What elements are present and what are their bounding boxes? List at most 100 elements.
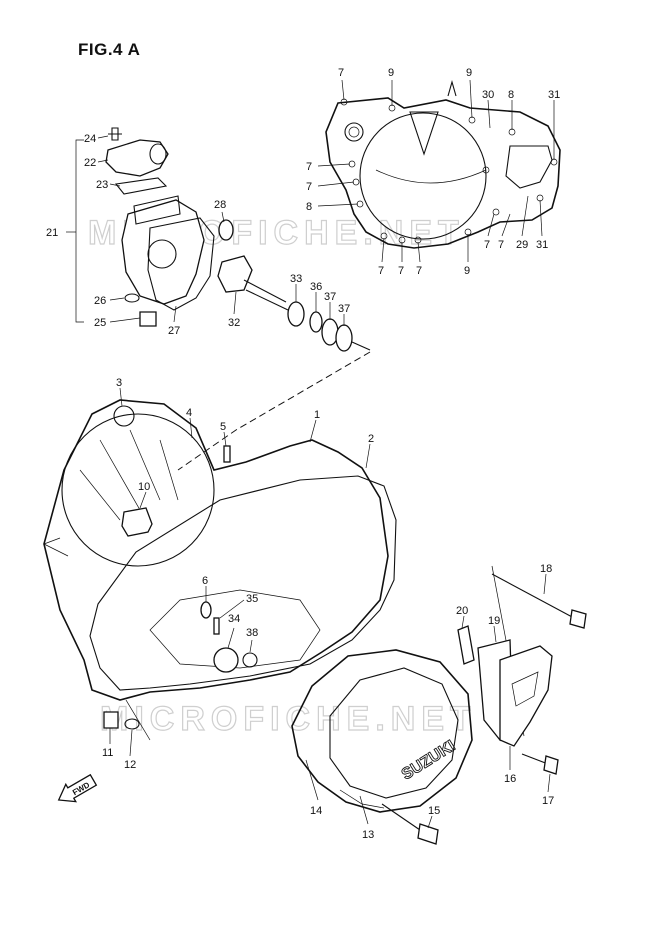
- callout-30: 30: [482, 89, 494, 101]
- bolt-15-shank: [381, 803, 421, 831]
- callout-10: 10: [138, 481, 150, 493]
- callout-20: 20: [456, 605, 468, 617]
- impeller-shaft: [243, 279, 289, 311]
- magneto-dome: [329, 667, 459, 799]
- sleeve-28: [218, 219, 234, 241]
- callout-7: 7: [498, 239, 504, 251]
- callout-6: 6: [202, 575, 208, 587]
- gasket-inner: [149, 589, 321, 669]
- callout-8: 8: [508, 89, 514, 101]
- figure-title: FIG.4 A: [78, 40, 141, 59]
- callout-5: 5: [220, 421, 226, 433]
- callout-16: 16: [504, 773, 516, 785]
- callout-1: 1: [314, 409, 320, 421]
- callout-17: 17: [542, 795, 554, 807]
- callout-7: 7: [306, 161, 312, 173]
- assembly-dash-line: [177, 351, 371, 471]
- callout-28: 28: [214, 199, 226, 211]
- pin-35: [213, 617, 220, 635]
- clutch-cover-plug-inner: [348, 126, 360, 138]
- callout-22: 22: [84, 157, 96, 169]
- clutch-dome-rib: [409, 111, 439, 156]
- callout-7: 7: [416, 265, 422, 277]
- clutch-cover-group: [317, 79, 561, 263]
- oil-seal-33: [287, 301, 305, 327]
- oil-filler-cap: [121, 507, 153, 537]
- callout-4: 4: [186, 407, 192, 419]
- magneto-leaders: [305, 759, 433, 829]
- callout-26: 26: [94, 295, 106, 307]
- callout-31: 31: [536, 239, 548, 251]
- crankcase-leaders: [43, 387, 371, 757]
- guard-leaders: [461, 573, 551, 793]
- cover-nipple: [447, 79, 457, 97]
- callout-29: 29: [516, 239, 528, 251]
- washer-12: [124, 718, 140, 730]
- clutch-cover-dome: [359, 112, 487, 240]
- callout-32: 32: [228, 317, 240, 329]
- drain-bolt-25: [139, 311, 157, 327]
- callout-9: 9: [388, 67, 394, 79]
- callout-24: 24: [84, 133, 96, 145]
- gear-34: [213, 647, 239, 673]
- washer-26: [124, 293, 140, 303]
- callout-19: 19: [488, 615, 500, 627]
- guard-16: [499, 645, 553, 747]
- callout-18: 18: [540, 563, 552, 575]
- water-pump-group: [66, 127, 371, 352]
- callout-27: 27: [168, 325, 180, 337]
- callout-2: 2: [368, 433, 374, 445]
- callout-9: 9: [466, 67, 472, 79]
- callout-labels: 7 9 9 30 8 31 7 7 8 7 7 7 9 7 7 29 31 24…: [46, 67, 560, 841]
- bolt-17-head: [543, 755, 559, 775]
- cover-gasket: [89, 475, 397, 691]
- pump-elbow: [105, 139, 169, 177]
- callout-9: 9: [464, 265, 470, 277]
- callout-37: 37: [338, 303, 350, 315]
- bolt-18-head: [569, 609, 587, 629]
- callout-3: 3: [116, 377, 122, 389]
- callout-33: 33: [290, 273, 302, 285]
- callout-7: 7: [378, 265, 384, 277]
- callout-7: 7: [306, 181, 312, 193]
- callout-12: 12: [124, 759, 136, 771]
- water-channel: [505, 145, 553, 189]
- callout-7: 7: [338, 67, 344, 79]
- clutch-dome-highlight: [375, 169, 487, 184]
- callout-37: 37: [324, 291, 336, 303]
- callout-23: 23: [96, 179, 108, 191]
- callout-11: 11: [102, 747, 113, 759]
- kickstart-housing: [61, 413, 215, 567]
- elbow-gasket: [114, 177, 168, 195]
- callout-34: 34: [228, 613, 240, 625]
- bracket-21: [75, 139, 84, 323]
- callout-15: 15: [428, 805, 440, 817]
- crankcase-cover-outline: [43, 399, 389, 701]
- housing-ribs: [79, 429, 179, 521]
- pump-gasket: [147, 217, 215, 311]
- fwd-arrow-icon: FWD: [57, 773, 98, 803]
- callout-8: 8: [306, 201, 312, 213]
- seal-36: [309, 311, 323, 333]
- bolt-15-head: [417, 823, 439, 845]
- bolt-24: [108, 127, 122, 141]
- guard-group: [457, 565, 587, 793]
- callout-31: 31: [548, 89, 560, 101]
- callout-35: 35: [246, 593, 258, 605]
- long-bolt-18: [491, 573, 575, 619]
- pump-leaders: [97, 135, 345, 326]
- magneto-lower-rib: [339, 789, 385, 809]
- callout-25: 25: [94, 317, 106, 329]
- clutch-cover-leaders: [317, 79, 555, 263]
- callout-21: 21: [46, 227, 58, 239]
- dowel-pin-6: [200, 601, 212, 619]
- magneto-cover-outline: [291, 649, 473, 813]
- callout-7: 7: [398, 265, 404, 277]
- callout-7: 7: [484, 239, 490, 251]
- bearing-37b: [335, 324, 353, 352]
- watermark-lower: MICROFICHE.NET: [100, 700, 477, 738]
- plug-3: [113, 405, 135, 427]
- pump-housing: [121, 199, 205, 305]
